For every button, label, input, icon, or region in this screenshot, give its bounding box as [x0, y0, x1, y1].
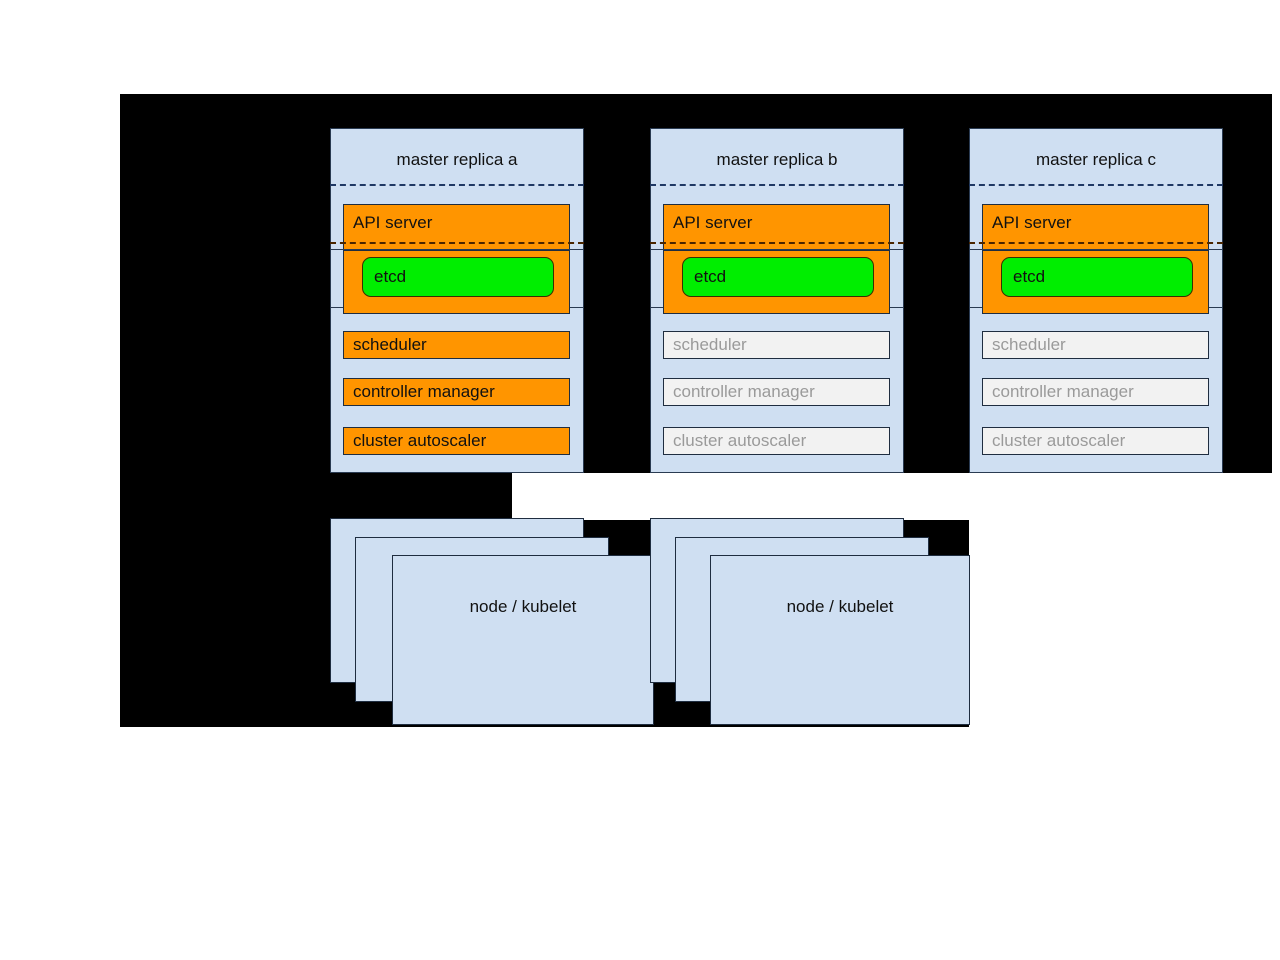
cluster-autoscaler-label: cluster autoscaler — [992, 431, 1126, 450]
master-replica-b-cluster-autoscaler[interactable]: cluster autoscaler — [663, 427, 890, 455]
master-replica-c-etcd-top-rule — [969, 249, 1223, 250]
master-replica-b-etcd[interactable]: etcd — [682, 257, 874, 297]
master-replica-a-etcd[interactable]: etcd — [362, 257, 554, 297]
scheduler-label: scheduler — [353, 335, 427, 354]
master-replica-c-divider — [969, 184, 1223, 186]
etcd-label: etcd — [1013, 267, 1046, 286]
node-group-1-card-front[interactable] — [392, 555, 654, 725]
node-group-2-label: node / kubelet — [786, 597, 894, 616]
master-replica-b-scheduler[interactable]: scheduler — [663, 331, 890, 359]
master-replica-c-scheduler[interactable]: scheduler — [982, 331, 1209, 359]
master-replica-a-divider — [330, 184, 584, 186]
api-server-label: API server — [353, 213, 433, 232]
controller-manager-label: controller manager — [353, 382, 495, 401]
controller-manager-label: controller manager — [992, 382, 1134, 401]
master-replica-b-title: master replica b — [716, 150, 838, 169]
master-replica-a-cluster-autoscaler[interactable]: cluster autoscaler — [343, 427, 570, 455]
master-replica-c-controller-manager[interactable]: controller manager — [982, 378, 1209, 406]
api-server-label: API server — [992, 213, 1072, 232]
scheduler-label: scheduler — [992, 335, 1066, 354]
master-replica-b-divider — [650, 184, 904, 186]
node-group-1-label: node / kubelet — [469, 597, 577, 616]
master-replica-c-api-divider — [969, 242, 1223, 244]
node-group-2-card-front[interactable] — [710, 555, 970, 725]
master-replica-b-etcd-top-rule — [650, 249, 904, 250]
scheduler-label: scheduler — [673, 335, 747, 354]
master-replica-a-etcd-top-rule — [330, 249, 584, 250]
master-replica-b-controller-manager[interactable]: controller manager — [663, 378, 890, 406]
master-replica-c-title: master replica c — [1036, 150, 1156, 169]
api-server-label: API server — [673, 213, 753, 232]
controller-manager-label: controller manager — [673, 382, 815, 401]
master-replica-b-api-divider — [650, 242, 904, 244]
backdrop-left-notch — [120, 473, 512, 520]
master-replica-a-title: master replica a — [396, 150, 518, 169]
cluster-autoscaler-label: cluster autoscaler — [673, 431, 807, 450]
master-replica-a-api-divider — [330, 242, 584, 244]
master-replica-c-etcd[interactable]: etcd — [1001, 257, 1193, 297]
master-replica-a-scheduler[interactable]: scheduler — [343, 331, 570, 359]
etcd-label: etcd — [694, 267, 727, 286]
master-replica-a-controller-manager[interactable]: controller manager — [343, 378, 570, 406]
etcd-label: etcd — [374, 267, 407, 286]
master-replica-c-cluster-autoscaler[interactable]: cluster autoscaler — [982, 427, 1209, 455]
cluster-autoscaler-label: cluster autoscaler — [353, 431, 487, 450]
